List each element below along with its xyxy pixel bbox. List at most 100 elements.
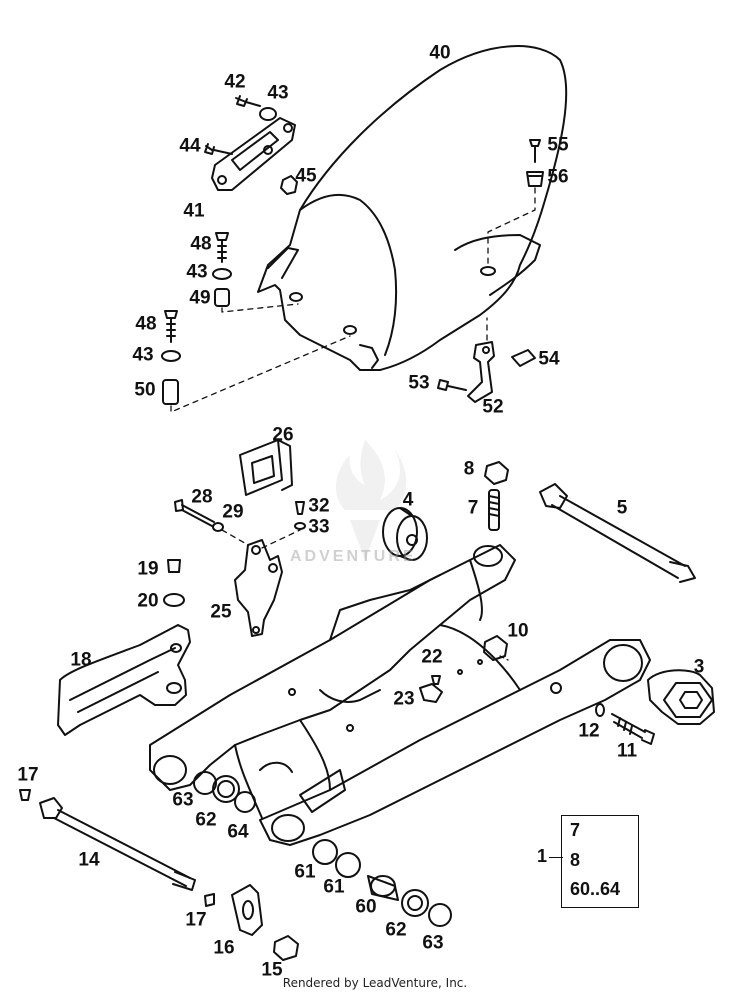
bracket-52-part[interactable] xyxy=(467,341,495,403)
screw-48-lower-part[interactable] xyxy=(164,310,178,343)
eccentric-3-part[interactable] xyxy=(647,669,715,725)
nut-45-part[interactable] xyxy=(280,175,298,195)
callout-17[interactable]: 17 xyxy=(17,764,39,786)
bushing-56-part[interactable] xyxy=(526,171,544,187)
callout-28[interactable]: 28 xyxy=(191,486,213,508)
kit-item[interactable]: 7 xyxy=(570,820,581,840)
kit-callout-1[interactable]: 1 xyxy=(537,846,548,866)
callout-16[interactable]: 16 xyxy=(213,937,235,959)
seal-63a-part[interactable] xyxy=(193,771,217,795)
nut-12-part[interactable] xyxy=(595,703,605,717)
callout-43[interactable]: 43 xyxy=(186,261,208,283)
callout-60[interactable]: 60 xyxy=(355,896,377,918)
fender-bracket-part[interactable] xyxy=(211,117,296,191)
callout-15[interactable]: 15 xyxy=(261,959,283,981)
callout-48[interactable]: 48 xyxy=(190,233,212,255)
screw-19-part[interactable] xyxy=(167,559,181,573)
callout-17[interactable]: 17 xyxy=(185,909,207,931)
nut-15-part[interactable] xyxy=(273,935,299,961)
pivot-bolt-14-part[interactable] xyxy=(39,797,196,891)
kit-item[interactable]: 60..64 xyxy=(570,879,621,899)
cap-17b-part[interactable] xyxy=(204,893,215,907)
callout-33[interactable]: 33 xyxy=(308,516,330,538)
callout-64[interactable]: 64 xyxy=(227,821,249,843)
stud-7-part[interactable] xyxy=(488,489,500,531)
callout-4[interactable]: 4 xyxy=(402,489,414,511)
callout-25[interactable]: 25 xyxy=(210,601,232,623)
callout-61[interactable]: 61 xyxy=(294,861,316,883)
callout-32[interactable]: 32 xyxy=(308,495,330,517)
screw-42-part[interactable] xyxy=(235,95,261,107)
callout-18[interactable]: 18 xyxy=(70,649,92,671)
callout-22[interactable]: 22 xyxy=(421,646,443,668)
bearing-61a-part[interactable] xyxy=(312,839,338,865)
callout-10[interactable]: 10 xyxy=(507,620,529,642)
screw-32-part[interactable] xyxy=(295,501,305,515)
callout-29[interactable]: 29 xyxy=(222,501,244,523)
screw-28-part[interactable] xyxy=(174,499,215,527)
chain-guide-26-part[interactable] xyxy=(239,439,293,496)
callout-55[interactable]: 55 xyxy=(547,134,569,156)
spacer-49-part[interactable] xyxy=(214,288,230,307)
callout-42[interactable]: 42 xyxy=(224,71,246,93)
screw-22-part[interactable] xyxy=(431,675,441,685)
bushing-62b-part[interactable] xyxy=(401,889,429,917)
chain-adjuster-16-part[interactable] xyxy=(231,884,263,936)
rear-fender-part[interactable] xyxy=(257,45,568,371)
washer-33-part[interactable] xyxy=(294,522,306,530)
washer-20-part[interactable] xyxy=(163,593,185,607)
nut-10-part[interactable] xyxy=(483,635,508,661)
callout-49[interactable]: 49 xyxy=(189,287,211,309)
callout-56[interactable]: 56 xyxy=(547,166,569,188)
bushing-62a-part[interactable] xyxy=(212,775,240,803)
callout-62[interactable]: 62 xyxy=(385,919,407,941)
washer-43-lower-part[interactable] xyxy=(161,350,181,362)
callout-41[interactable]: 41 xyxy=(183,200,205,222)
callout-14[interactable]: 14 xyxy=(78,849,100,871)
callout-63[interactable]: 63 xyxy=(422,932,444,954)
callout-61[interactable]: 61 xyxy=(323,876,345,898)
callout-3[interactable]: 3 xyxy=(693,656,705,678)
kit-item[interactable]: 8 xyxy=(570,850,581,870)
callout-8[interactable]: 8 xyxy=(463,458,475,480)
callout-52[interactable]: 52 xyxy=(482,396,504,418)
screw-48-upper-part[interactable] xyxy=(215,232,229,263)
callout-44[interactable]: 44 xyxy=(179,135,201,157)
callout-53[interactable]: 53 xyxy=(408,372,430,394)
callout-23[interactable]: 23 xyxy=(393,688,415,710)
spacer-50-part[interactable] xyxy=(162,379,179,405)
nut-8-part[interactable] xyxy=(484,461,509,485)
sleeve-60-part[interactable] xyxy=(367,875,399,901)
callout-26[interactable]: 26 xyxy=(272,424,294,446)
clip-23-part[interactable] xyxy=(419,683,443,703)
washer-43-upper-part[interactable] xyxy=(212,268,232,280)
clip-54-part[interactable] xyxy=(511,349,536,367)
callout-11[interactable]: 11 xyxy=(616,740,638,762)
callout-62[interactable]: 62 xyxy=(195,809,217,831)
screw-44-part[interactable] xyxy=(204,143,233,155)
callout-20[interactable]: 20 xyxy=(137,590,159,612)
bearing-61b-part[interactable] xyxy=(335,852,361,878)
callout-54[interactable]: 54 xyxy=(538,348,560,370)
buffer-4-part[interactable] xyxy=(382,507,428,561)
callout-63[interactable]: 63 xyxy=(172,789,194,811)
bracket-25-part[interactable] xyxy=(234,539,283,637)
callout-45[interactable]: 45 xyxy=(295,165,317,187)
callout-7[interactable]: 7 xyxy=(467,497,479,519)
callout-48[interactable]: 48 xyxy=(135,313,157,335)
washer-43-part[interactable] xyxy=(259,107,277,121)
cap-17a-part[interactable] xyxy=(19,789,31,801)
callout-5[interactable]: 5 xyxy=(616,497,628,519)
chain-slider-18-part[interactable] xyxy=(57,624,191,736)
screw-53-part[interactable] xyxy=(437,379,467,391)
screw-55-part[interactable] xyxy=(529,139,541,163)
callout-12[interactable]: 12 xyxy=(578,720,600,742)
callout-19[interactable]: 19 xyxy=(137,558,159,580)
screw-11-part[interactable] xyxy=(611,713,655,745)
axle-5-part[interactable] xyxy=(539,483,696,583)
callout-40[interactable]: 40 xyxy=(429,42,451,64)
callout-43[interactable]: 43 xyxy=(132,344,154,366)
callout-43[interactable]: 43 xyxy=(267,82,289,104)
seal-63b-part[interactable] xyxy=(428,903,452,927)
washer-29-part[interactable] xyxy=(212,522,224,532)
